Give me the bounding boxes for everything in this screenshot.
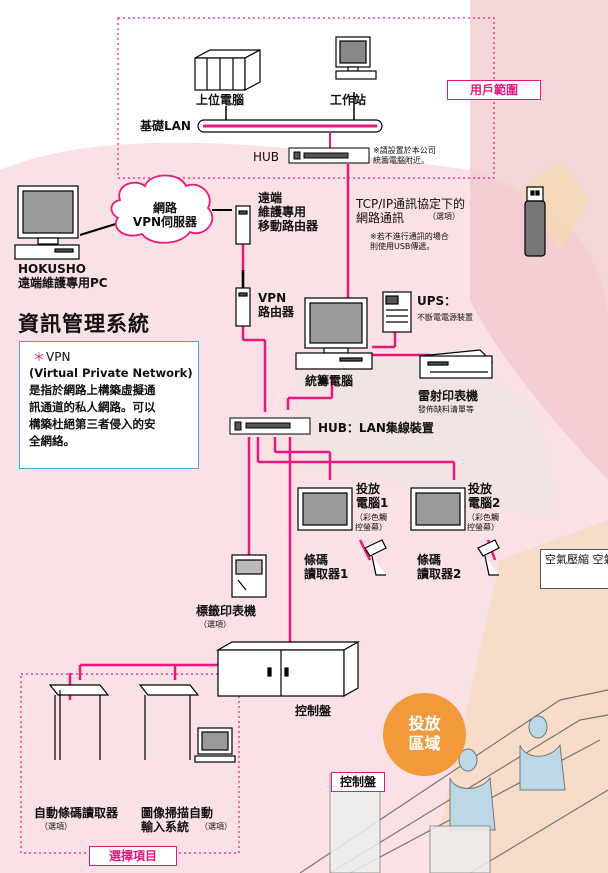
central-pc-icon xyxy=(295,297,373,370)
drop-pc1-icon xyxy=(297,487,353,531)
vpn-note-box: ＊ VPN (Virtual Private Network) 是指於網路上構築… xyxy=(19,341,199,469)
air-compressor-box: 空氣壓縮 空氣乾燥 xyxy=(540,549,608,589)
vpn-router-icon xyxy=(235,287,251,327)
image-scan-icon xyxy=(138,684,236,763)
label-printer-icon xyxy=(231,554,267,598)
ups-label: UPS： xyxy=(417,294,457,308)
host-pc-label: 上位電腦 xyxy=(196,93,245,107)
vpn-cloud-icon xyxy=(110,174,214,244)
image-scan-label: 圖像掃描自動 輸入系統 xyxy=(141,806,214,834)
hokusho-pc-label: HOKUSHO 遠端維護專用PC xyxy=(18,262,108,290)
workstation-icon xyxy=(335,36,377,80)
ups-sub-label: 不斷電電源裝置 xyxy=(417,313,473,322)
drop-pc2-sub-label: （彩色觸 控螢幕） xyxy=(467,513,499,532)
hokusho-pc-icon xyxy=(14,185,80,260)
user-range-badge: 用戶範圍 xyxy=(447,80,541,100)
label-printer-sub-label: （選項） xyxy=(199,620,231,629)
vpn-server-label: 網路 VPN伺服器 xyxy=(132,201,198,229)
workstation-label: 工作站 xyxy=(330,93,367,107)
host-pc-icon xyxy=(194,49,261,91)
tcpip-option-label: （選項） xyxy=(428,212,460,221)
hub-top-icon xyxy=(288,147,370,164)
remote-router-label: 遠端 維護專用 移動路由器 xyxy=(258,191,319,233)
ups-icon xyxy=(382,291,412,333)
vpn-note-head: VPN xyxy=(46,350,71,364)
barcode1-label: 條碼 讀取器1 xyxy=(304,553,349,581)
drop-area-badge: 投放 區域 xyxy=(383,693,466,776)
drop-pc2-label: 投放 電腦2 xyxy=(468,482,501,510)
image-scan-sub-label: （選項） xyxy=(200,822,232,831)
options-badge: 選擇項目 xyxy=(89,846,177,866)
hub-lan-icon xyxy=(229,417,311,435)
system-title: 資訊管理系統 xyxy=(18,312,150,336)
control-panel-tag: 控制盤 xyxy=(331,772,385,792)
tcpip-note: ※若不進行通訊的場合 則使用USB傳遞。 xyxy=(370,232,449,251)
central-pc-label: 統籌電腦 xyxy=(305,374,354,388)
auto-barcode-label: 自動條碼讀取器 xyxy=(34,806,119,820)
laser-printer-icon xyxy=(418,349,494,379)
drop-pc1-label: 投放 電腦1 xyxy=(356,482,389,510)
barcode-reader2-icon xyxy=(477,539,500,576)
tcpip-label: TCP/IP通訊協定下的 網路通訊 xyxy=(356,197,466,225)
remote-router-icon xyxy=(235,205,251,245)
laser-printer-sub-label: 發佈缺料清單等 xyxy=(418,405,474,414)
label-printer-label: 標籤印表機 xyxy=(196,604,257,618)
control-panel-label: 控制盤 xyxy=(295,704,332,718)
hub-top-label: HUB xyxy=(253,150,280,164)
drop-pc2-icon xyxy=(410,487,466,531)
drop-pc1-sub-label: （彩色觸 控螢幕） xyxy=(355,513,387,532)
barcode2-label: 條碼 讀取器2 xyxy=(417,553,462,581)
barcode-reader1-icon xyxy=(364,539,387,576)
laser-printer-label: 雷射印表機 xyxy=(418,389,479,403)
hub-top-note: ※請設置於本公司 統籌電腦附近。 xyxy=(373,146,436,165)
auto-barcode-reader-icon xyxy=(48,684,110,760)
usb-stick-icon xyxy=(524,186,546,257)
base-lan-label: 基礎LAN xyxy=(140,119,191,133)
vpn-router-label: VPN 路由器 xyxy=(258,291,295,319)
auto-barcode-sub-label: （選項） xyxy=(40,822,72,831)
vpn-note-star: ＊ xyxy=(33,350,46,364)
hub-lan-label: HUB：LAN集線裝置 xyxy=(318,421,434,435)
control-panel-icon xyxy=(215,640,361,698)
vpn-note-body: (Virtual Private Network) 是指於網路上構築虛擬通 訊通… xyxy=(29,366,193,448)
